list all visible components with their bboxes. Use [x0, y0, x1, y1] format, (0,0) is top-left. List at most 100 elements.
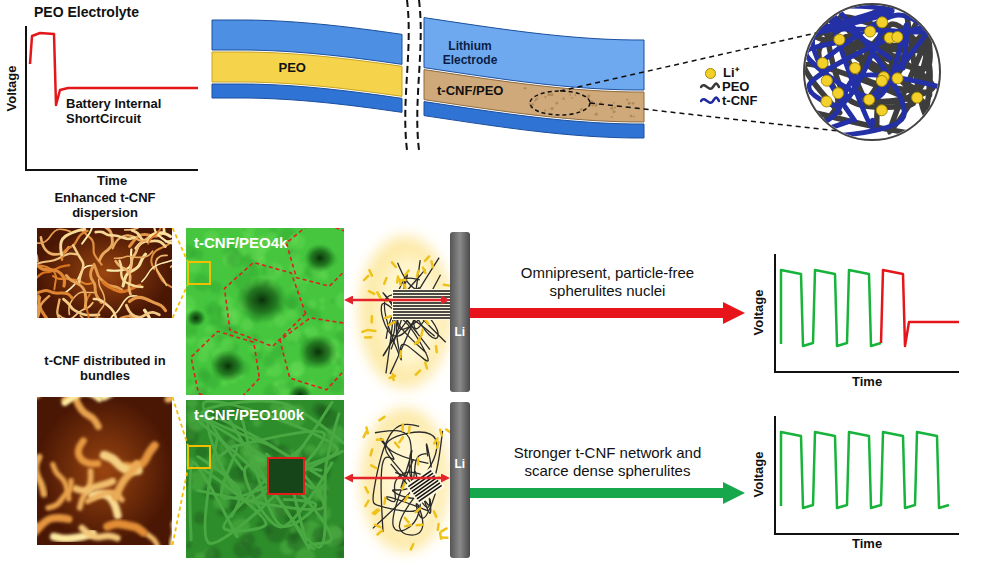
- electrolyte-glow: [359, 236, 451, 388]
- ion-mark: [435, 346, 438, 352]
- afm-fibre: [37, 291, 72, 298]
- fluorescence-texture: [221, 338, 235, 352]
- spherulite-base: [392, 289, 452, 320]
- lithium-electrode-layer: [212, 84, 402, 112]
- spherulite-nucleus: [304, 244, 336, 273]
- fluorescence-texture: [307, 300, 316, 309]
- afm-fibre: [73, 245, 83, 283]
- afm-fibre: [80, 316, 108, 318]
- voltage-curve: [781, 270, 881, 346]
- fluorescence-texture: [279, 265, 283, 269]
- legend-label: PEO: [722, 80, 749, 94]
- spherulite-nucleus: [186, 309, 206, 327]
- composite-texture: [529, 103, 531, 105]
- arrow-label: Stronger t-CNF network and scarce dense …: [503, 444, 713, 480]
- spherulite-lamella: [393, 311, 452, 313]
- ion-mark: [393, 374, 394, 380]
- afm-fibre: [148, 228, 165, 244]
- ion-mark: [366, 428, 367, 434]
- afm-fibre: [119, 261, 142, 287]
- composite-texture: [600, 101, 602, 103]
- spherulite-lamella: [415, 480, 438, 496]
- layer-label: Lithium Electrode: [434, 40, 506, 68]
- ion-mark: [369, 291, 374, 294]
- afm-fibre: [116, 464, 137, 497]
- lithium-ion: [821, 75, 832, 86]
- afm-fibre: [126, 305, 159, 317]
- fluorescence-texture: [318, 449, 325, 456]
- afm-fibre: [65, 397, 100, 403]
- voltage-curve: [881, 270, 959, 346]
- legend-line: [701, 84, 719, 89]
- afm-fibre: [63, 299, 99, 315]
- ion-mark: [405, 525, 411, 526]
- lithium-ion: [821, 96, 832, 107]
- ion-mark: [425, 256, 429, 260]
- ion-mark: [362, 330, 368, 332]
- voltage-chart: PEO ElectrolyteVoltageBattery Internal S…: [0, 0, 205, 194]
- composite-texture: [632, 102, 635, 105]
- panel-heading: Enhanced t-CNF dispersion: [37, 191, 173, 221]
- composite-texture: [574, 94, 576, 96]
- spherulite-nucleus: [210, 350, 246, 382]
- ion-mark: [417, 524, 423, 527]
- ion-mark: [385, 316, 391, 318]
- lithium-ion: [865, 26, 876, 37]
- ion-mark: [399, 437, 403, 442]
- layer-label: t-CNF/PEO: [437, 84, 503, 99]
- ion-mark: [418, 337, 420, 343]
- ion-mark: [405, 496, 408, 501]
- afm-fibre: [168, 397, 172, 399]
- axis-label: Time: [852, 537, 882, 552]
- ion-mark: [444, 283, 450, 286]
- voltage-curve: [781, 432, 949, 508]
- fluorescence-texture: [298, 286, 306, 294]
- spherulite-lamella: [393, 290, 452, 292]
- ion-mark: [389, 322, 394, 325]
- composite-layer: t-CNF/PEO: [435, 82, 505, 101]
- fluorescence-texture: [198, 336, 215, 353]
- panel-label: t-CNF/PEO4k: [194, 234, 287, 251]
- ion-mark: [369, 270, 372, 275]
- ion-mark: [405, 270, 409, 275]
- ion-mark: [378, 531, 383, 535]
- ion-mark: [402, 484, 404, 489]
- chart-axes: [26, 26, 198, 170]
- afm-fibre: [129, 297, 165, 310]
- lithium-ion: [912, 92, 923, 103]
- afm-panel: t-CNF distributed in bundles: [37, 354, 173, 546]
- composite-texture: [537, 96, 539, 98]
- composite-texture: [595, 103, 598, 106]
- ion-mark: [380, 417, 385, 420]
- afm-fibre: [78, 441, 97, 464]
- composite-texture: [555, 102, 558, 105]
- ion-mark: [399, 279, 400, 285]
- fluorescence-texture: [263, 385, 279, 395]
- composite-texture: [610, 107, 613, 110]
- spherulite-outline: [280, 318, 344, 390]
- spherulite: [405, 467, 445, 505]
- zoom-square: [188, 446, 210, 468]
- spherulite-lamella: [393, 314, 452, 316]
- afm-fibre: [37, 457, 44, 494]
- lithium-ion: [892, 73, 903, 84]
- afm-fibre: [77, 294, 90, 318]
- afm-fibre: [125, 228, 146, 230]
- afm-fibre: [61, 229, 85, 255]
- ion-mark: [375, 510, 379, 514]
- ion-mark: [377, 438, 383, 441]
- legend-label: t-CNF: [722, 94, 757, 108]
- legend-label: Li⁺: [723, 66, 739, 80]
- afm-fibre: [145, 535, 157, 545]
- fluorescence-texture: [333, 371, 339, 377]
- zoom-line: [173, 468, 189, 545]
- fluorescence-texture: [205, 302, 221, 318]
- tcnf-fibre: [801, 5, 900, 58]
- legend-line-sample: [700, 95, 720, 107]
- spherulite-base: [405, 467, 445, 505]
- break-line: [405, 0, 408, 150]
- composite-texture: [544, 96, 546, 98]
- ion-mark: [365, 487, 368, 492]
- legend-row: PEO: [700, 80, 757, 94]
